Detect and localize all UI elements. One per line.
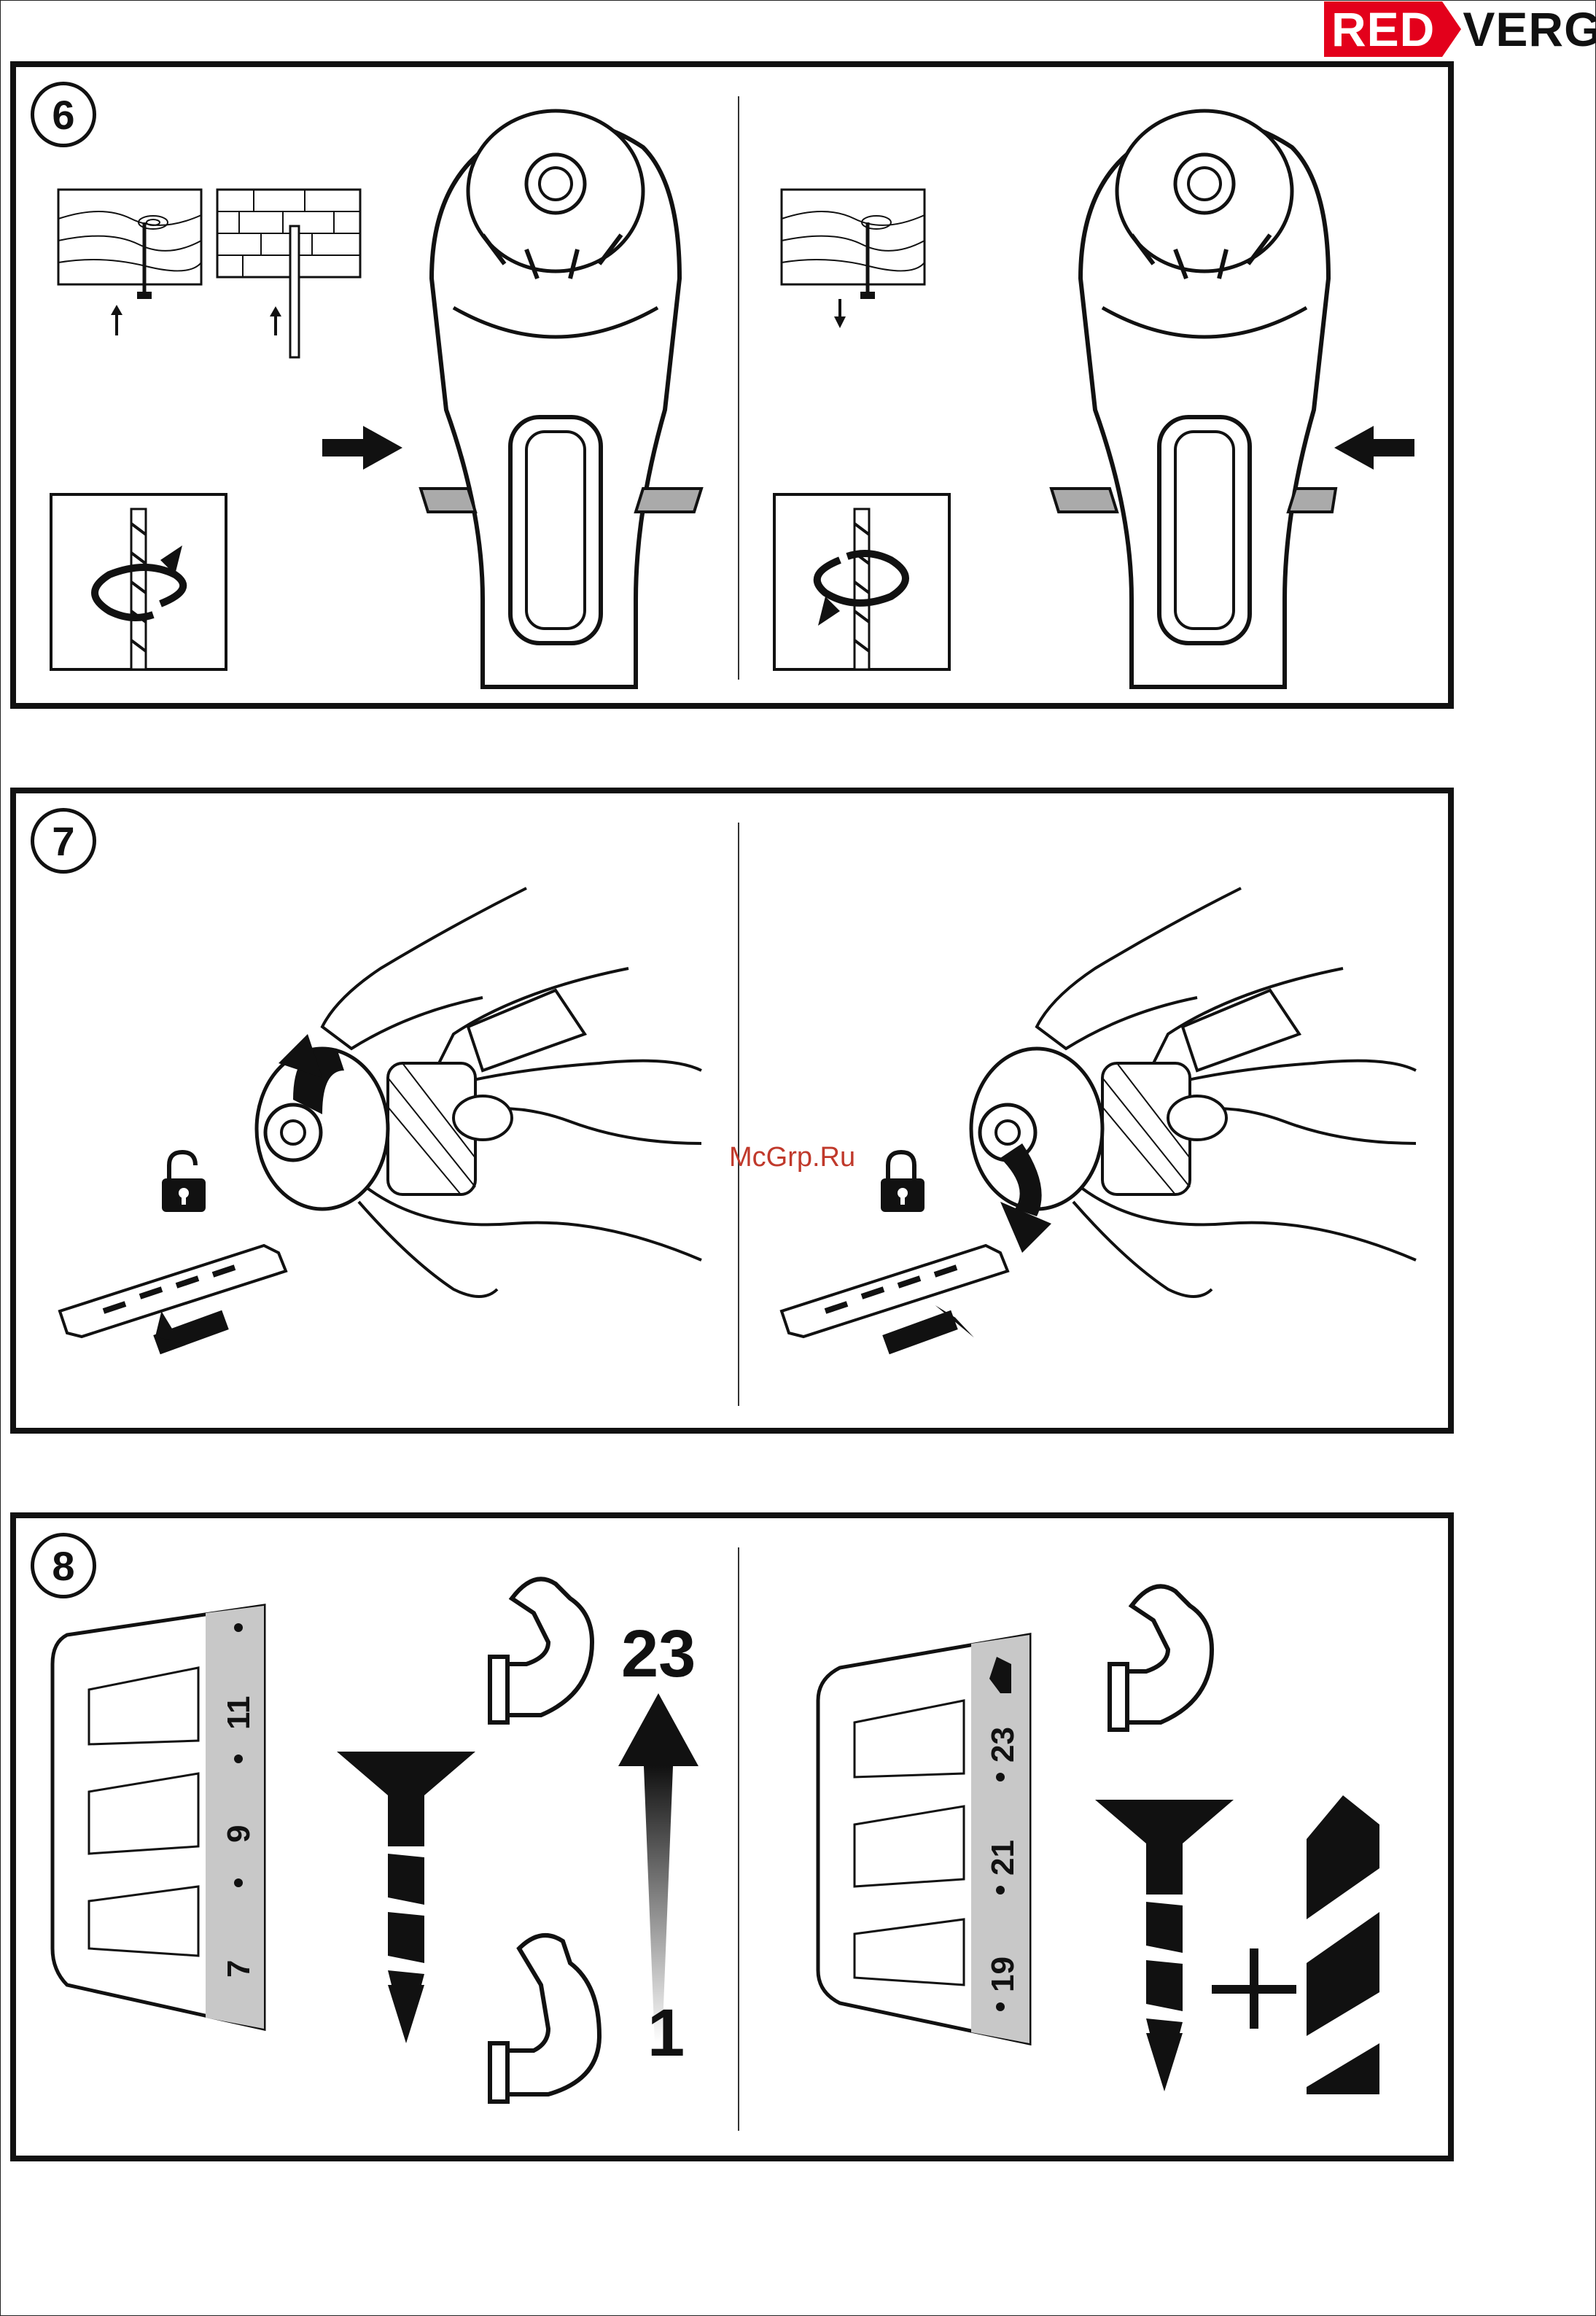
scale-label-7: 7	[221, 1960, 257, 1978]
scale-label-21: 21	[985, 1840, 1021, 1876]
step-number: 8	[31, 1533, 96, 1598]
scale-label-23: 23	[985, 1727, 1021, 1763]
brand-logo-arrow	[1442, 1, 1461, 57]
watermark: McGrp.Ru	[729, 1142, 855, 1173]
push-arrow-left	[1334, 417, 1422, 475]
strong-arm-icon-right	[1110, 1577, 1234, 1737]
step-number: 7	[31, 808, 96, 874]
wood-screw-icon	[58, 190, 204, 306]
drill-bit-icon	[1307, 1795, 1394, 2102]
screw-icon	[337, 1752, 483, 2051]
drill-rear-view-right	[1051, 104, 1358, 687]
torque-min-label: 1	[647, 2000, 685, 2067]
drill-bit-in-icon	[767, 1202, 1029, 1348]
panel-divider	[738, 96, 739, 680]
panel-divider	[738, 1547, 739, 2131]
step-8-panel: 8 7 9 11	[10, 1512, 1454, 2161]
drill-rear-view-left	[402, 104, 709, 687]
torque-increase-arrow	[611, 1693, 713, 2043]
drill-bit-out-icon	[45, 1202, 308, 1348]
step-6-panel: 6	[10, 61, 1454, 709]
scale-label-9: 9	[221, 1825, 257, 1843]
rotation-clockwise-icon	[51, 494, 230, 674]
push-arrow-right	[322, 417, 410, 475]
brand-logo-verg: VERG	[1463, 1, 1596, 57]
plus-icon	[1212, 1948, 1299, 2036]
scale-label-19: 19	[985, 1956, 1021, 1992]
rotation-counterclockwise-icon	[774, 494, 954, 674]
panel-divider	[738, 823, 739, 1406]
brand-logo: RED VERG	[1324, 1, 1596, 57]
torque-collar-right: 19 21 23	[818, 1635, 1051, 2058]
weak-arm-icon	[490, 1927, 621, 2102]
torque-collar-left: 7 9 11	[52, 1606, 279, 2029]
strong-arm-icon	[490, 1569, 614, 1730]
scale-label-11: 11	[221, 1695, 257, 1730]
brand-logo-red: RED	[1324, 1, 1442, 57]
brick-wall-icon	[217, 190, 363, 357]
step-number: 6	[31, 82, 96, 147]
torque-max-label: 23	[621, 1620, 696, 1687]
step-7-panel: 7	[10, 788, 1454, 1434]
wood-screw-out-icon	[782, 190, 927, 306]
